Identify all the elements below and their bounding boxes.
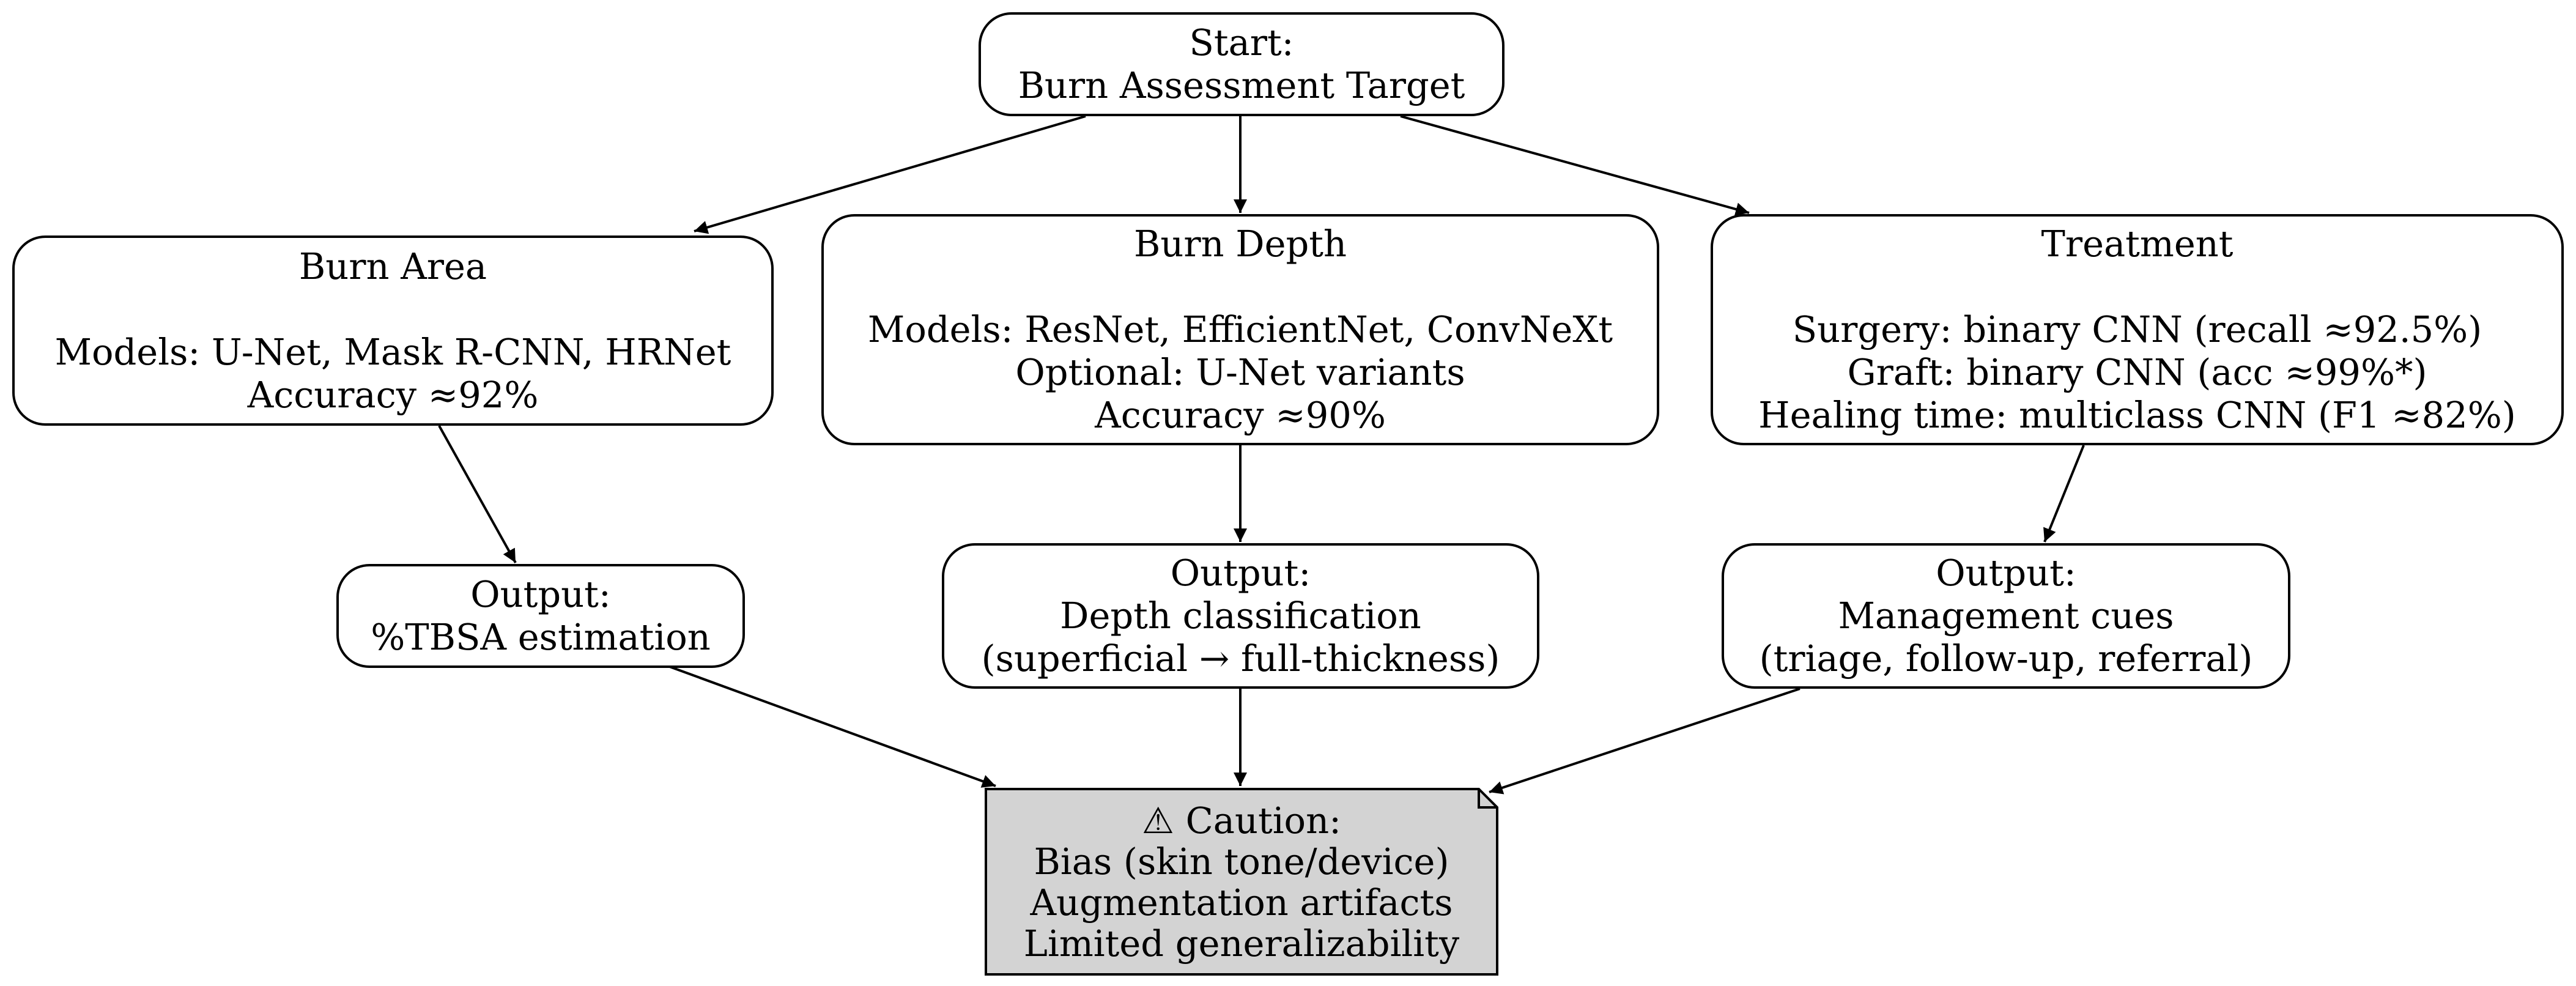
caution-heading: ⚠ Caution: — [1142, 799, 1341, 842]
start-node: Start: Burn Assessment Target — [979, 12, 1505, 116]
burn-depth-models: Models: ResNet, EfficientNet, ConvNeXt — [867, 308, 1613, 350]
edge-output-area-to-caution — [669, 665, 996, 788]
burn-area-models: Models: U-Net, Mask R-CNN, HRNet — [54, 330, 731, 373]
edge-treatment-to-output — [2043, 445, 2085, 543]
output-depth-line-2: Depth classification — [1060, 595, 1421, 637]
output-depth-line-3: (superficial → full-thickness) — [981, 637, 1500, 680]
output-area-node: Output: %TBSA estimation — [336, 564, 745, 668]
burn-area-node: Burn Area Models: U-Net, Mask R-CNN, HRN… — [12, 235, 774, 426]
treatment-title: Treatment — [2041, 223, 2234, 265]
edge-start-to-treatment — [1400, 115, 1750, 216]
treatment-graft: Graft: binary CNN (acc ≈99%*) — [1847, 351, 2427, 393]
output-area-line-1: Output: — [470, 573, 611, 615]
edge-area-to-output — [438, 425, 517, 563]
burn-depth-node: Burn Depth Models: ResNet, EfficientNet,… — [821, 214, 1659, 445]
output-area-line-2: %TBSA estimation — [371, 616, 711, 658]
treatment-healing-time: Healing time: multiclass CNN (F1 ≈82%) — [1758, 394, 2516, 436]
edge-output-treatment-to-caution — [1489, 688, 1801, 795]
caution-note-shape — [985, 788, 1498, 976]
start-node-line-2: Burn Assessment Target — [1018, 64, 1465, 106]
edge-start-to-area — [694, 115, 1086, 234]
output-treatment-line-3: (triage, follow-up, referral) — [1759, 637, 2253, 680]
burn-area-title: Burn Area — [298, 245, 487, 287]
output-depth-line-1: Output: — [1170, 552, 1311, 594]
output-treatment-node: Output: Management cues (triage, follow-… — [1722, 543, 2290, 689]
output-treatment-line-1: Output: — [1936, 552, 2076, 594]
burn-depth-accuracy: Accuracy ≈90% — [1095, 394, 1386, 436]
caution-augmentation: Augmentation artifacts — [1030, 881, 1453, 924]
treatment-node: Treatment Surgery: binary CNN (recall ≈9… — [1711, 214, 2564, 445]
burn-depth-title: Burn Depth — [1133, 223, 1347, 265]
burn-area-accuracy: Accuracy ≈92% — [247, 373, 539, 416]
output-treatment-line-2: Management cues — [1838, 595, 2174, 637]
output-depth-node: Output: Depth classification (superficia… — [942, 543, 1539, 689]
caution-bias: Bias (skin tone/device) — [1034, 840, 1449, 883]
burn-depth-optional: Optional: U-Net variants — [1015, 351, 1465, 393]
caution-generalizability: Limited generalizability — [1023, 922, 1460, 965]
caution-note: ⚠ Caution: Bias (skin tone/device) Augme… — [985, 788, 1498, 976]
start-node-line-1: Start: — [1189, 21, 1294, 64]
treatment-surgery: Surgery: binary CNN (recall ≈92.5%) — [1792, 308, 2482, 350]
